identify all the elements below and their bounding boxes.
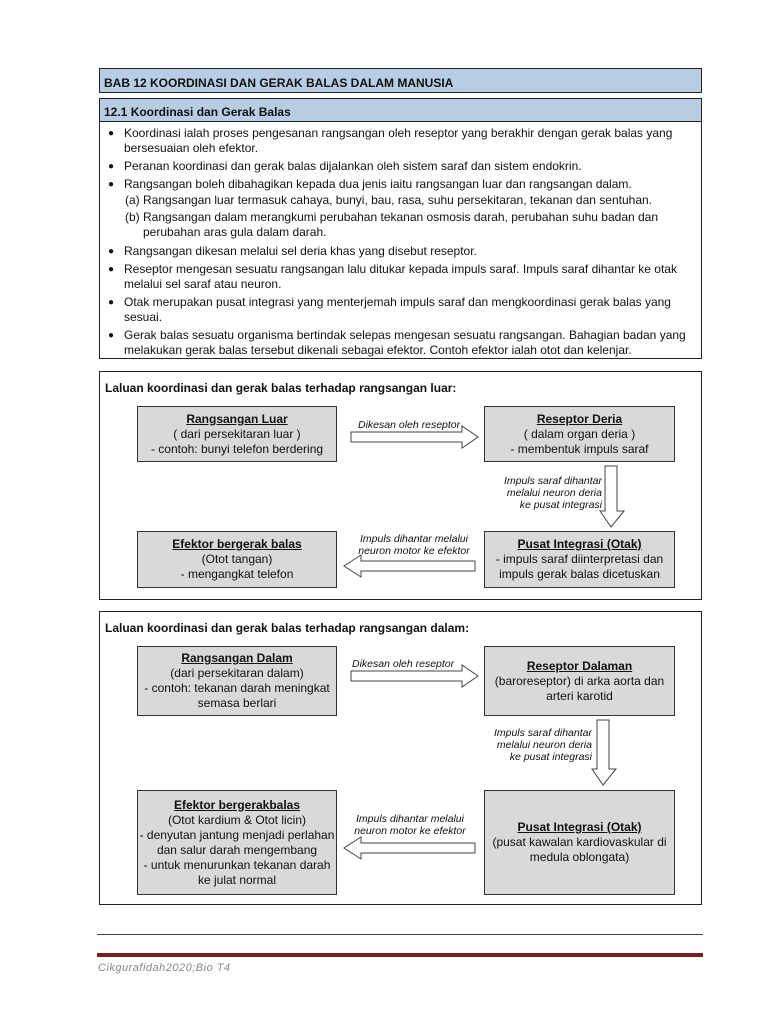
bullet-list: ●Koordinasi ialah proses pengesanan rang… [108,126,696,361]
bullet-icon: ● [108,264,115,275]
left-arrow-icon [343,836,476,860]
section-box: 12.1 Koordinasi dan Gerak Balas ●Koordin… [99,98,702,359]
section-title: 12.1 Koordinasi dan Gerak Balas [99,98,702,122]
bullet-icon: ● [108,161,115,172]
sub-item: (b)Rangsangan dalam merangkumi perubahan… [125,210,659,239]
bullet-icon: ● [108,128,115,139]
down-arrow-icon [591,719,618,786]
external-flow-diagram: Laluan koordinasi dan gerak balas terhad… [99,371,702,600]
sensory-label: Impuls saraf dihantar melalui neuron der… [493,727,592,763]
motor-label: Impuls dihantar melalui neuron motor ke … [354,813,466,837]
flow-title: Laluan koordinasi dan gerak balas terhad… [105,621,470,635]
stimulus-box: Rangsangan Dalam (dari persekitaran dala… [137,646,337,716]
chapter-title: BAB 12 KOORDINASI DAN GERAK BALAS DALAM … [99,68,702,93]
bullet-item: ●Koordinasi ialah proses pengesanan rang… [108,126,673,155]
bullet-icon: ● [108,330,115,341]
integration-box: Pusat Integrasi (Otak) - impuls saraf di… [484,531,675,588]
bullet-item: ●Gerak balas sesuatu organisma bertindak… [108,328,686,357]
right-arrow-icon [350,664,479,688]
down-arrow-icon [599,465,626,528]
sensory-label: Impuls saraf dihantar melalui neuron der… [503,475,602,511]
sub-item: (a)Rangsangan luar termasuk cahaya, buny… [125,193,652,207]
receptor-box: Reseptor Deria ( dalam organ deria ) - m… [484,406,675,462]
bullet-item: ●Rangsangan dikesan melalui sel deria kh… [108,244,477,258]
bullet-item: ●Rangsangan boleh dibahagikan kepada dua… [108,177,632,191]
effector-box: Efektor bergerakbalas (Otot kardium & Ot… [137,790,337,895]
bullet-item: ●Otak merupakan pusat integrasi yang men… [108,295,671,324]
bullet-icon: ● [108,179,115,190]
detect-label: Dikesan oleh reseptor [358,419,461,431]
flow-title: Laluan koordinasi dan gerak balas terhad… [105,381,457,395]
internal-flow-diagram: Laluan koordinasi dan gerak balas terhad… [99,611,702,905]
footer-text: Cikgurafidah2020;Bio T4 [98,962,231,974]
stimulus-box: Rangsangan Luar ( dari persekitaran luar… [137,406,337,462]
right-arrow-icon [350,425,479,449]
bullet-icon: ● [108,297,115,308]
detect-label: Dikesan oleh reseptor [352,658,455,670]
left-arrow-icon [343,554,476,578]
footer-rule [97,934,703,935]
motor-label: Impuls dihantar melalui neuron motor ke … [358,533,470,557]
integration-box: Pusat Integrasi (Otak) (pusat kawalan ka… [484,790,675,895]
footer-bar [97,953,703,957]
bullet-icon: ● [108,246,115,257]
bullet-item: ●Peranan koordinasi dan gerak balas dija… [108,159,582,173]
effector-box: Efektor bergerak balas (Otot tangan) - m… [137,531,337,588]
receptor-box: Reseptor Dalaman (baroreseptor) di arka … [484,646,675,716]
bullet-item: ●Reseptor mengesan sesuatu rangsangan la… [108,262,677,291]
